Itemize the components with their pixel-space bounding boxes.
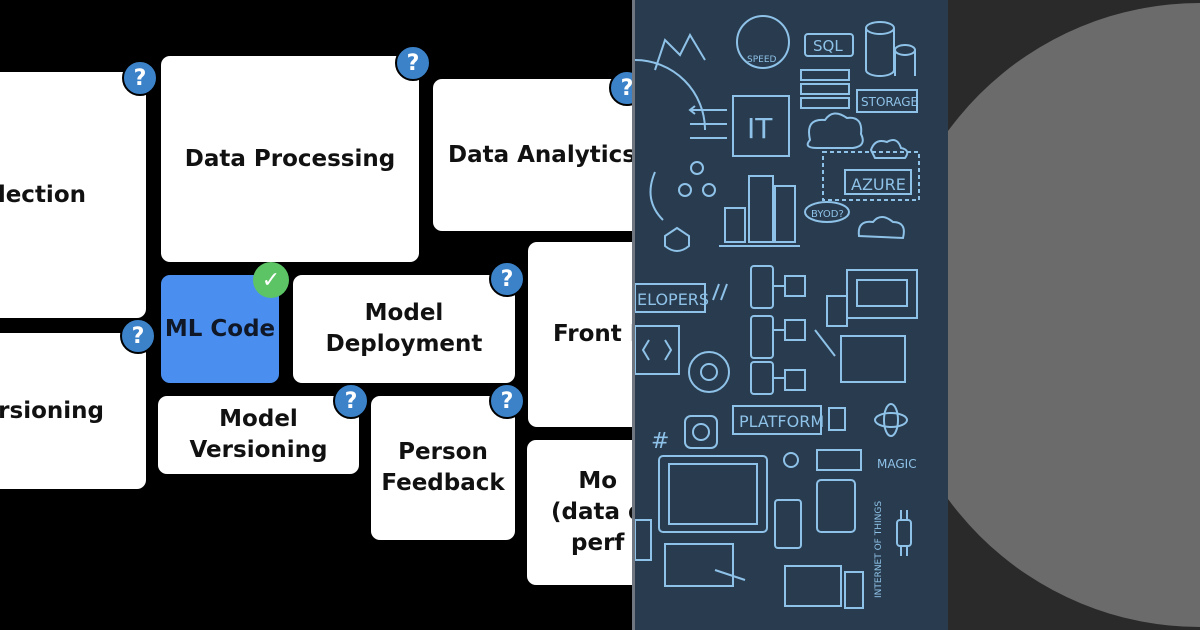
card-data-collection: llection [0, 72, 146, 318]
database-icon [894, 44, 916, 56]
window-icon [840, 335, 906, 383]
card-label: Model Versioning [189, 406, 328, 463]
gear-icon [688, 351, 730, 393]
building-icon [724, 207, 746, 243]
screen-icon [664, 543, 734, 587]
chip-icon [684, 415, 718, 449]
question-badge-icon: ? [395, 45, 431, 81]
card-label: Person Feedback [381, 439, 505, 496]
card-person-feedback: Person Feedback [371, 396, 515, 540]
watch-icon [896, 519, 912, 547]
speed-icon [736, 15, 790, 69]
database-icon [865, 21, 895, 35]
card-label: ML Code [164, 315, 276, 342]
platform-label: PLATFORM [739, 412, 824, 431]
gray-circle-shape [948, 3, 1200, 627]
byod-bubble [804, 201, 850, 223]
network-node-icon [690, 161, 704, 175]
checkmark-badge-icon: ✓ [253, 262, 289, 298]
storage-label: STORAGE [861, 95, 918, 109]
document-icon [828, 407, 846, 431]
card-label: Model Deployment [325, 300, 483, 357]
card-front-end: Front E [528, 242, 632, 427]
it-doodle-panel: SPEED SQL STORAGE IT AZURE BYOD? [635, 0, 948, 630]
atom-icon [874, 412, 908, 428]
ml-diagram-panel: llection Data Processing Data Analytics … [0, 45, 632, 585]
it-box [732, 95, 790, 157]
desktop-icon [784, 565, 842, 607]
monitor-icon [846, 269, 918, 319]
azure-frame [822, 151, 920, 201]
question-badge-icon: ? [489, 383, 525, 419]
brick-icon [816, 449, 862, 471]
cloud-icon [806, 112, 864, 149]
magic-label: MAGIC [877, 457, 917, 471]
card-label: ersioning [0, 397, 104, 424]
sql-label: SQL [813, 37, 843, 55]
it-label: IT [747, 112, 773, 145]
question-badge-icon: ? [122, 60, 158, 96]
panel-divider [632, 0, 635, 630]
document-icon [826, 295, 848, 327]
building-icon [748, 175, 774, 243]
card-label: Data Processing [184, 145, 396, 172]
azure-box [844, 169, 912, 195]
iot-label: INTERNET OF THINGS [874, 501, 884, 598]
storage-box [856, 89, 918, 113]
card-label: Mo (data d perf [551, 468, 632, 556]
code-window-icon [635, 325, 680, 375]
circle-panel [948, 0, 1200, 630]
phone-icon [774, 499, 802, 549]
growth-chart-icon [654, 32, 706, 71]
card-label: Front E [553, 321, 632, 347]
card-label: llection [0, 181, 86, 208]
byod-label: BYOD? [811, 209, 844, 220]
card-monitoring: Mo (data d perf [527, 440, 632, 585]
question-badge-icon: ? [120, 318, 156, 354]
lock-shield-icon [664, 226, 690, 252]
platform-box [732, 405, 822, 435]
developers-box [635, 283, 706, 313]
cloud-icon [869, 139, 909, 159]
cloud-icon [857, 216, 905, 240]
card-data-analytics: Data Analytics [433, 79, 632, 231]
phone-icon [635, 519, 652, 561]
it-doodle-illustration: SPEED SQL STORAGE IT AZURE BYOD? [635, 15, 920, 609]
server-icon [800, 69, 850, 81]
flowchart-node-icon [784, 275, 806, 297]
card-model-deployment: Model Deployment [293, 275, 515, 383]
flowchart-node-icon [750, 265, 774, 309]
card-data-processing: Data Processing [161, 56, 419, 262]
slashes-icon [712, 283, 728, 301]
azure-label: AZURE [851, 175, 906, 194]
question-badge-icon: ? [609, 70, 632, 106]
question-badge-icon: ? [489, 261, 525, 297]
tablet-small-icon [816, 479, 856, 533]
pen-icon [714, 569, 746, 581]
question-badge-icon: ? [333, 383, 369, 419]
developers-label: ELOPERS [637, 290, 709, 309]
arrows-icon [688, 105, 727, 139]
sun-icon [783, 452, 799, 468]
tablet-icon [658, 455, 768, 533]
hash-label: # [651, 429, 669, 454]
shield-icon [649, 171, 664, 221]
globe-icon [635, 59, 706, 131]
card-model-versioning: Model Versioning [158, 396, 359, 474]
card-label: Data Analytics [448, 141, 632, 168]
building-icon [774, 185, 796, 243]
speed-label: SPEED [747, 55, 777, 65]
sql-box [804, 33, 854, 57]
card-data-versioning: ersioning [0, 333, 146, 489]
